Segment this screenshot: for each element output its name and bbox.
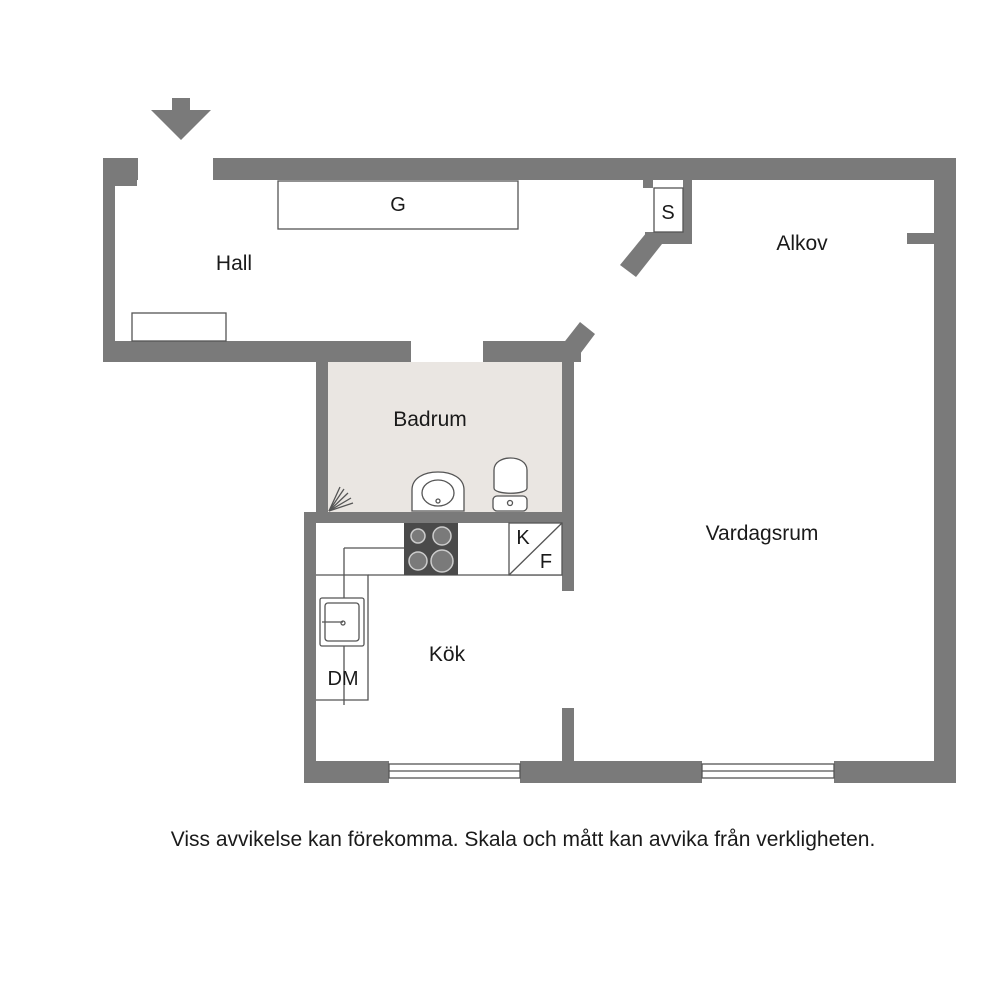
storage-label: S [661, 202, 674, 224]
wardrobe-label: G [390, 194, 406, 216]
room-label-vardagsrum: Vardagsrum [706, 522, 819, 545]
room-label-kok: Kök [429, 643, 466, 666]
shower-icon [328, 486, 354, 512]
sink-icon [319, 597, 365, 647]
fridge-label: K [516, 527, 530, 549]
room-label-hall: Hall [216, 252, 252, 275]
window-living-room [701, 763, 835, 779]
disclaimer-text: Viss avvikelse kan förekomma. Skala och … [170, 828, 876, 851]
freezer-label: F [540, 551, 552, 573]
toilet-icon [492, 457, 528, 512]
washbasin-icon [411, 471, 465, 512]
hall-bench [131, 312, 227, 342]
dishwasher-label: DM [327, 668, 358, 690]
window-kitchen [388, 763, 521, 779]
room-label-badrum: Badrum [393, 408, 467, 431]
wardrobe [277, 180, 519, 230]
storage-closet [653, 187, 684, 233]
stove-icon [404, 523, 458, 575]
interior-walls [304, 180, 692, 768]
entrance-arrow-icon [151, 98, 211, 140]
room-label-alkov: Alkov [776, 232, 828, 255]
outer-walls [103, 158, 956, 783]
